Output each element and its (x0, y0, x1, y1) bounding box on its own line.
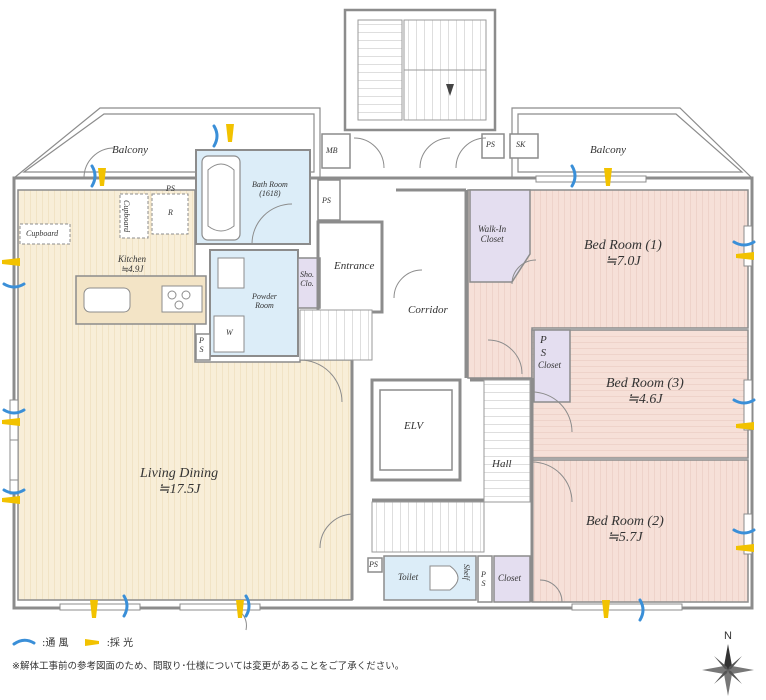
stairwell (343, 8, 497, 132)
shoe-closet-line2: Clo. (300, 279, 314, 289)
ventilation-markers (2, 124, 756, 622)
compass-rose-icon (702, 644, 754, 696)
living-dining-name: Living Dining (140, 466, 219, 481)
bathtub-inner (207, 163, 235, 232)
hall-label: Hall (492, 458, 512, 470)
hall-steps (371, 501, 485, 553)
ps-closet-label: P S (540, 334, 547, 359)
washbasin (217, 257, 245, 289)
kitchen-area: ≒4.9J (120, 264, 144, 275)
powder-room-line2: Room (255, 301, 274, 311)
ps-bath-label: PS (322, 196, 331, 205)
ps-closet-line2: S (540, 346, 547, 359)
bed-room-1-label: Bed Room (1) ≒7.0J (584, 238, 662, 270)
entrance-steps (299, 309, 373, 361)
bed-room-1-floor (467, 189, 749, 379)
shoe-closet-line1: Sho. (300, 270, 314, 279)
powder-room-line1: Powder (252, 292, 277, 301)
shoe-closet-area (297, 257, 321, 309)
ps-toilet-right-line2: S (481, 579, 486, 589)
bath-room-label: Bath Room (1618) (252, 180, 288, 198)
living-dining-area: ≒17.5J (157, 482, 201, 498)
cooktop-burners (167, 290, 191, 310)
elevator-car (379, 389, 453, 471)
powder-room-label: Powder Room (252, 292, 277, 310)
compass-north-label: N (724, 630, 732, 642)
ps-living-label: P S (199, 336, 204, 354)
bed-room-3-label: Bed Room (3) ≒4.6J (606, 376, 684, 408)
kitchen-sink (83, 287, 131, 313)
ps-closet-line1: P (540, 334, 547, 346)
bed-room-2-label: Bed Room (2) ≒5.7J (586, 514, 664, 546)
ventilation-legend-label: :通 風 (42, 638, 69, 649)
daylight-markers (2, 124, 754, 618)
refrigerator-label: R (168, 208, 173, 217)
ps-kitchen-label: PS (166, 184, 175, 193)
bed-room-1-area: ≒7.0J (605, 254, 641, 270)
bed-room-2-area: ≒5.7J (607, 530, 643, 546)
bathtub (201, 155, 241, 241)
bed-room-2-floor (531, 459, 749, 603)
bed-room-3-name: Bed Room (3) (606, 376, 684, 391)
corridor-label: Corridor (408, 304, 448, 316)
refrigerator-box (151, 193, 189, 235)
daylight-legend-label: :採 光 (106, 638, 134, 649)
closet-bed2-area (493, 555, 531, 603)
disclaimer-note: ※解体工事前の参考図面のため、間取り･仕様については変更があることをご了承くださ… (12, 661, 405, 672)
closet-bed2-label: Closet (498, 573, 522, 583)
closet-bed3-area (533, 329, 571, 403)
legend: :通 風 :採 光 (12, 634, 133, 649)
cupboard-left-box (19, 223, 71, 245)
toilet-bowl (429, 565, 459, 591)
hall-steps-2 (483, 379, 531, 503)
cupboard-top-box (119, 193, 149, 239)
bath-room-name: Bath Room (252, 180, 288, 189)
elv-label: ELV (404, 420, 424, 432)
walk-in-closet-label: Walk-In Closet (478, 224, 506, 245)
ventilation-legend-icon (12, 638, 36, 645)
ps-toilet-right-line1: P (481, 570, 486, 579)
shelf-label: Shelf (462, 564, 472, 580)
ps-top-right-label: PS (486, 140, 495, 149)
kitchen-name: Kitchen (118, 254, 146, 264)
ps-living-line1: P (199, 336, 204, 345)
sk-label: SK (516, 140, 526, 149)
balcony-west-label: Balcony (112, 144, 149, 156)
daylight-legend-icon (84, 638, 99, 646)
cupboard-left-label: Cupboard (26, 229, 59, 238)
kitchen-label: Kitchen ≒4.9J (118, 254, 146, 275)
bed-room-2-name: Bed Room (2) (586, 514, 664, 529)
ps-toilet-right-label: P S (481, 570, 486, 588)
closet-bed3-label: Closet (538, 360, 562, 370)
ps-toilet-label: PS (369, 560, 378, 569)
entrance-label: Entrance (334, 260, 375, 272)
walk-in-closet-line1: Walk-In (478, 224, 507, 234)
door-swings (83, 137, 573, 631)
living-dining-label: Living Dining ≒17.5J (140, 466, 218, 498)
bed-room-3-area: ≒4.6J (627, 392, 663, 408)
walk-in-closet-line2: Closet (480, 234, 504, 245)
walk-in-closet-area (469, 189, 531, 283)
cupboard-top-label: Cupboard (122, 200, 132, 233)
bath-room-size: (1618) (259, 189, 281, 199)
washer-box (213, 315, 245, 353)
toilet-label: Toilet (398, 572, 419, 582)
mb-label: MB (326, 146, 338, 155)
compass: N (698, 630, 758, 696)
washer-label: W (226, 328, 233, 337)
utility-boxes (195, 133, 539, 603)
balcony-east-label: Balcony (590, 144, 627, 156)
shoe-closet-label: Sho. Clo. (300, 270, 314, 288)
bed-room-1-name: Bed Room (1) (584, 238, 662, 253)
ps-living-line2: S (199, 345, 204, 355)
